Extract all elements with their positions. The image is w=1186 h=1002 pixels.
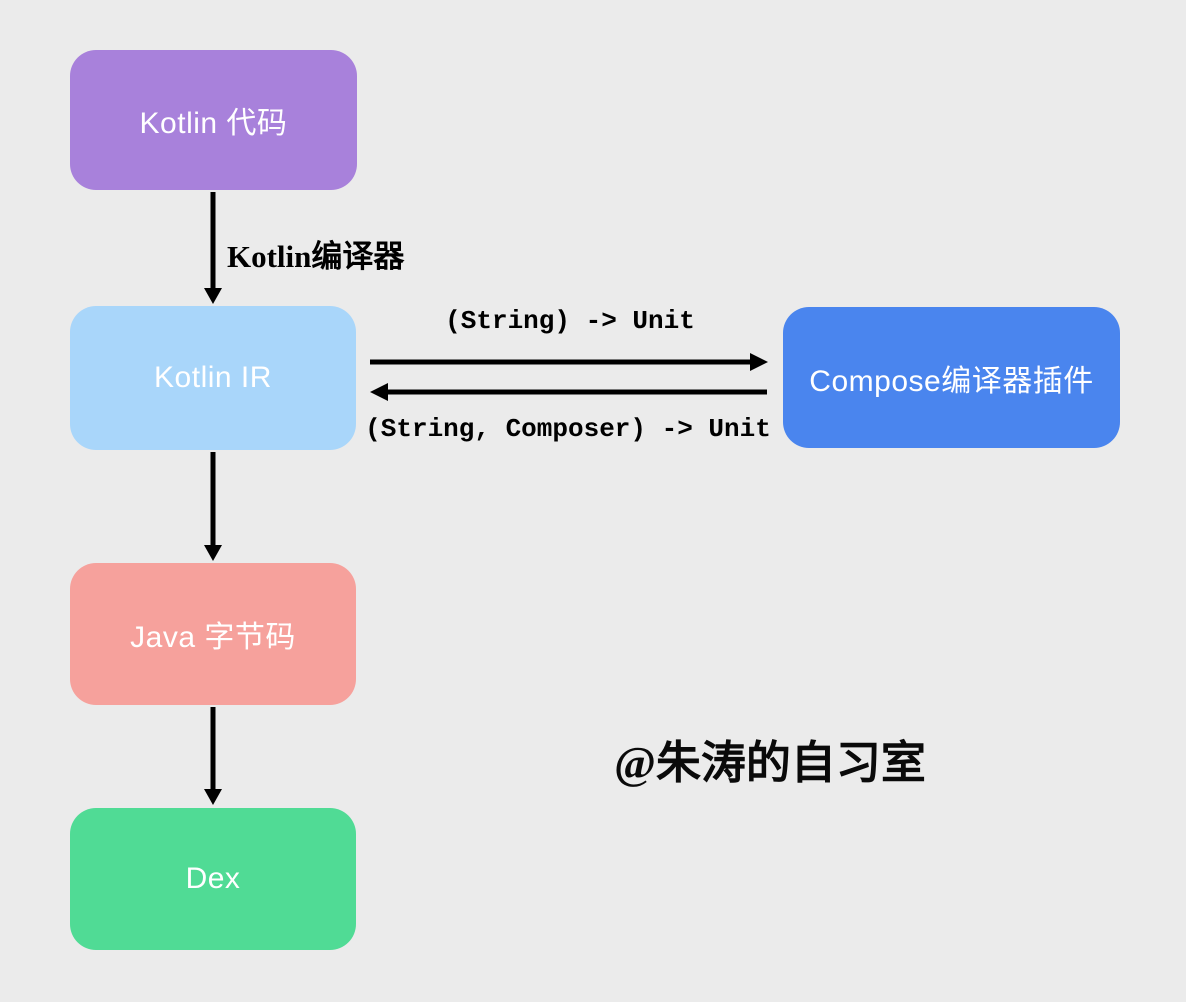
arrow-compose-to-kotlin-ir — [370, 383, 767, 401]
node-compose-plugin-label: Compose编译器插件 — [809, 364, 1094, 398]
edge-label-kotlin-compiler: Kotlin编译器 — [227, 239, 405, 274]
watermark: @朱涛的自习室 — [614, 738, 926, 788]
arrow-kotlin-code-to-kotlin-ir — [204, 192, 222, 304]
edge-label-string-to-unit: (String) -> Unit — [445, 306, 695, 336]
arrow-kotlin-ir-to-java-bytecode — [204, 452, 222, 561]
arrow-java-bytecode-to-dex — [204, 707, 222, 805]
node-dex-label: Dex — [185, 862, 241, 895]
node-kotlin-code: Kotlin 代码 — [70, 50, 357, 190]
node-kotlin-code-label: Kotlin 代码 — [139, 107, 288, 140]
node-compose-plugin: Compose编译器插件 — [783, 307, 1120, 448]
node-dex: Dex — [70, 808, 356, 950]
node-java-bytecode-label: Java 字节码 — [130, 621, 296, 654]
node-kotlin-ir: Kotlin IR — [70, 306, 356, 450]
node-kotlin-ir-label: Kotlin IR — [154, 361, 272, 394]
edge-label-string-composer-to-unit: (String, Composer) -> Unit — [365, 414, 771, 444]
arrow-kotlin-ir-to-compose — [370, 353, 768, 371]
node-java-bytecode: Java 字节码 — [70, 563, 356, 705]
